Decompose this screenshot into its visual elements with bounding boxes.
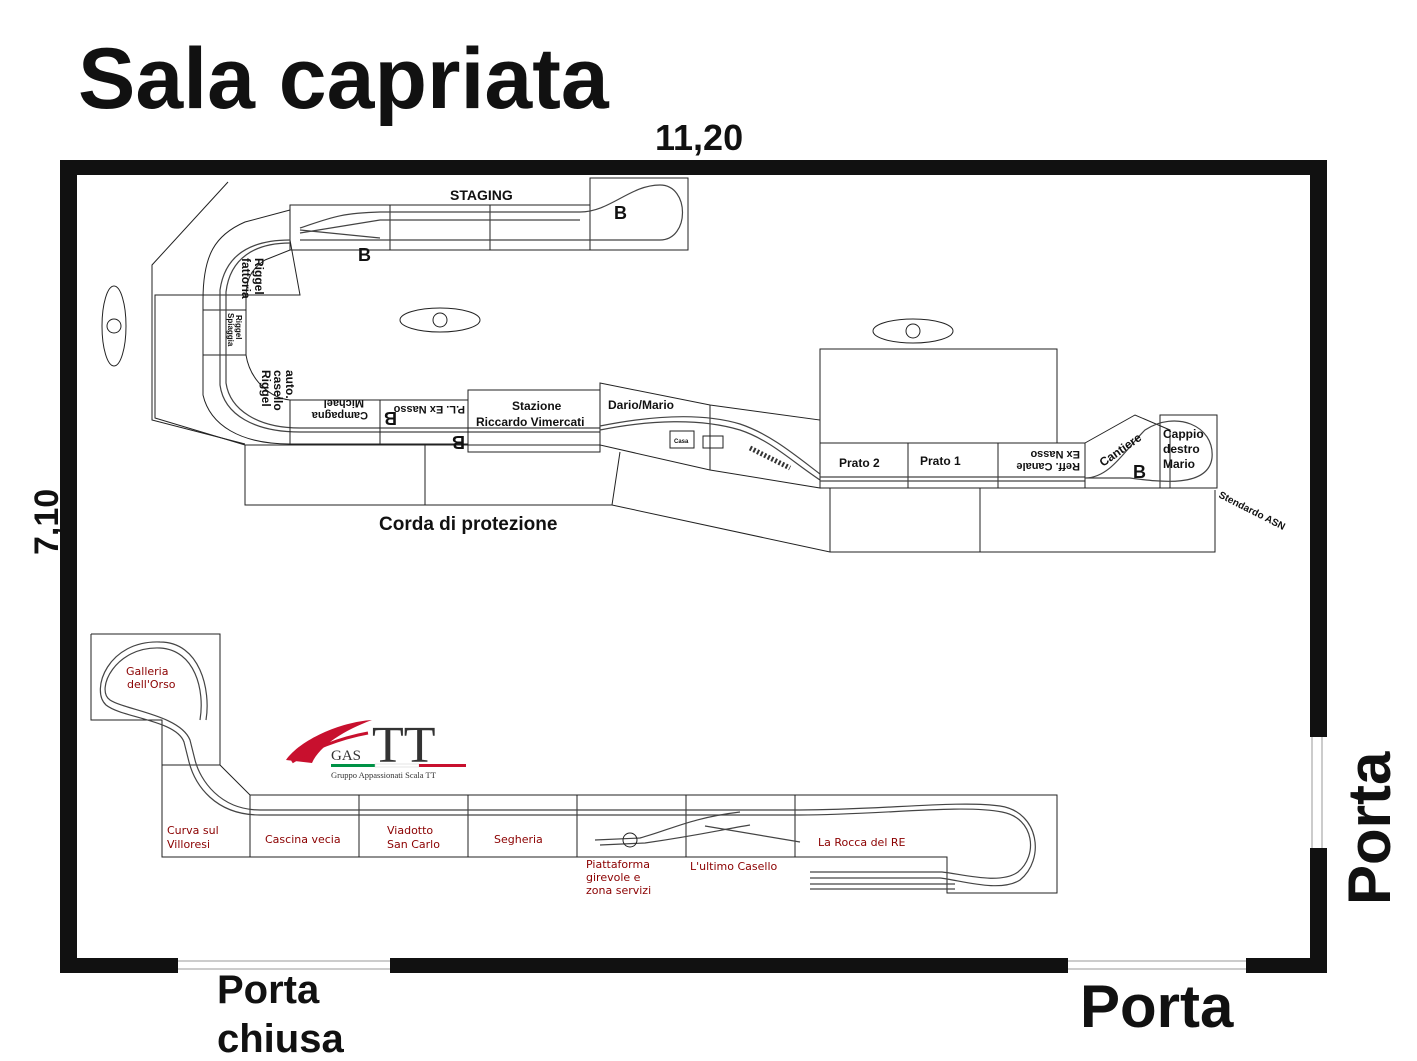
room-walls xyxy=(60,160,1327,973)
gas-tt-logo: GAS TT Gruppo Appassionati Scala TT xyxy=(286,717,466,780)
b-marker: B xyxy=(452,432,465,452)
b-marker: B xyxy=(614,203,627,223)
label-ultimo-casello: L'ultimo Casello xyxy=(690,860,778,873)
label-galleria-2: dell'Orso xyxy=(127,678,176,691)
turntable-icon xyxy=(622,832,638,848)
label-stendardo: Stendardo ASN xyxy=(1217,490,1287,533)
label-segheria: Segheria xyxy=(494,833,543,846)
label-cappio-3: Mario xyxy=(1163,457,1195,471)
label-casa: Casa xyxy=(674,439,689,445)
width-dimension: 11,20 xyxy=(655,117,743,158)
logo-subtitle: Gruppo Appassionati Scala TT xyxy=(331,770,437,780)
label-stazione-2: Riccardo Vimercati xyxy=(476,415,585,429)
label-cappio: Cappio xyxy=(1163,427,1204,441)
door-right-label: Porta xyxy=(1336,751,1403,905)
label-galleria: Galleria xyxy=(126,665,168,678)
label-spiaggia-2: Riggel xyxy=(234,315,243,339)
b-marker: B xyxy=(358,245,371,265)
door-closed-label-2: chiusa xyxy=(217,1017,344,1061)
upper-layout xyxy=(151,177,1218,553)
label-piattaforma-2: girevole e xyxy=(586,871,641,884)
label-riggel-fattoria: Riggel xyxy=(252,258,266,295)
label-riggel-fattoria-2: fattoria xyxy=(239,258,253,299)
label-dario-mario: Dario/Mario xyxy=(608,398,674,412)
label-cappio-2: destro xyxy=(1163,442,1200,456)
lower-layout xyxy=(90,633,1058,894)
label-piattaforma: Piattaforma xyxy=(586,858,650,871)
door-bottom-right-label: Porta xyxy=(1080,973,1234,1040)
label-campagna-2: Michael xyxy=(324,397,364,409)
label-corda: Corda di protezione xyxy=(379,514,557,535)
b-marker: B xyxy=(384,408,397,428)
label-piattaforma-3: zona servizi xyxy=(586,884,651,897)
logo-gas-text: GAS xyxy=(331,748,361,764)
label-riggel-casello-2: casello xyxy=(271,370,285,411)
label-viadotto-2: San Carlo xyxy=(387,838,440,851)
label-curva-2: Villoresi xyxy=(167,838,210,851)
height-dimension: 7,10 xyxy=(28,489,66,555)
label-riggel-casello-3: auto. xyxy=(283,370,297,399)
label-curva: Curva sul xyxy=(167,824,219,837)
b-marker: B xyxy=(1133,462,1146,482)
label-rocca: La Rocca del RE xyxy=(818,836,906,849)
label-spiaggia: Spiaggia xyxy=(226,313,235,347)
label-stazione: Stazione xyxy=(512,399,562,413)
label-reff-canale: Reff. Canale xyxy=(1016,460,1080,472)
ceiling-light-icon xyxy=(399,307,481,333)
label-reff-canale-2: Ex Nasso xyxy=(1030,448,1080,460)
label-viadotto: Viadotto xyxy=(387,824,433,837)
door-closed-label-1: Porta xyxy=(217,968,320,1012)
page-title: Sala capriata xyxy=(78,31,610,127)
house-model xyxy=(669,430,695,449)
label-prato-2: Prato 2 xyxy=(839,456,880,470)
label-prato-1: Prato 1 xyxy=(920,454,961,468)
label-cascina: Cascina vecia xyxy=(265,833,341,846)
door-openings xyxy=(178,737,1323,970)
label-staging: STAGING xyxy=(450,187,513,203)
ceiling-light-icon xyxy=(101,285,127,367)
label-campagna: Campagna xyxy=(311,409,368,421)
label-riggel-casello: Riggel xyxy=(259,370,273,407)
label-pl-ex-nasso: P.L. Ex Nasso xyxy=(393,403,465,415)
ceiling-light-icon xyxy=(872,318,954,344)
